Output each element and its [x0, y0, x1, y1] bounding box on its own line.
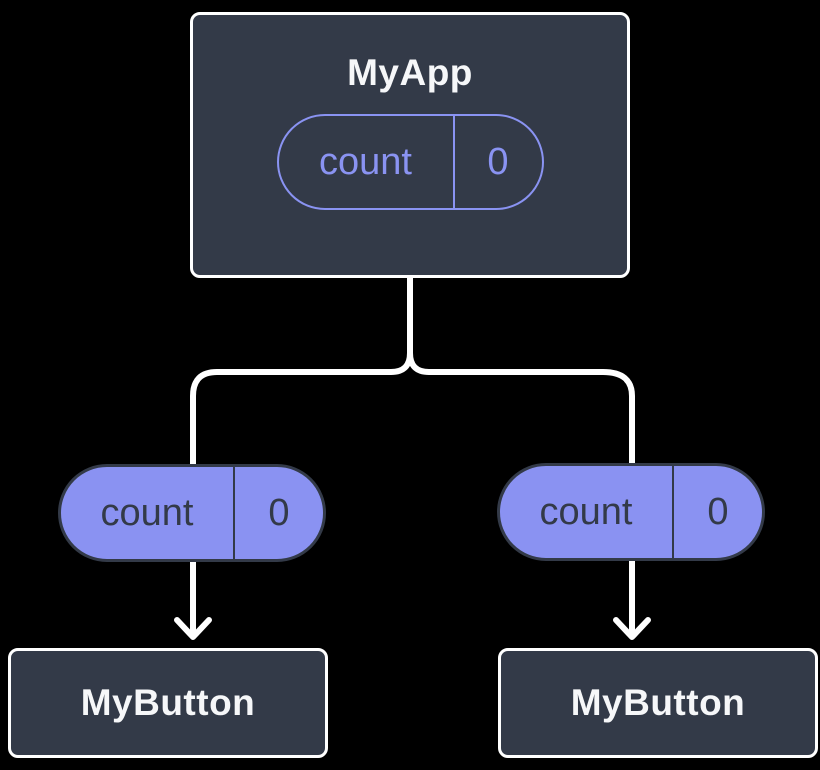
prop-label: count [539, 490, 633, 533]
prop-value: 0 [672, 466, 762, 558]
node-mybutton-left: MyButton [8, 648, 328, 758]
state-value: 0 [452, 116, 542, 208]
arrow-down-icon [613, 617, 651, 640]
prop-pill-left: count 0 [58, 464, 326, 562]
node-title: MyButton [80, 682, 256, 723]
node-mybutton-right: MyButton [498, 648, 818, 758]
branch-line-left [190, 275, 413, 473]
state-label: count [319, 140, 412, 183]
prop-value: 0 [233, 467, 323, 559]
node-title: MyButton [570, 682, 746, 723]
arrow-down-icon [174, 617, 212, 640]
state-pill: count 0 [276, 114, 544, 210]
branch-line-right [407, 275, 635, 473]
prop-label: count [100, 491, 194, 534]
prop-pill-right: count 0 [497, 463, 765, 561]
node-title: MyApp [347, 52, 473, 93]
node-myapp: MyApp count 0 [190, 12, 630, 278]
